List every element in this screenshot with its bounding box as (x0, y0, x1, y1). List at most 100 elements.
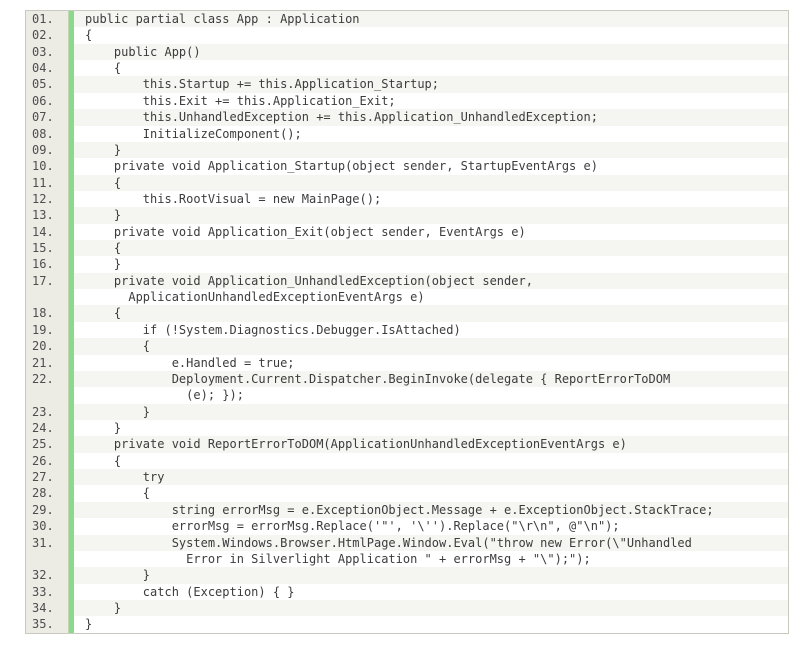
code-line-row: 30. errorMsg = errorMsg.Replace('"', '\'… (26, 518, 788, 535)
line-number: 09. (26, 141, 68, 159)
line-number: 03. (26, 43, 68, 61)
code-line-row: 32. } (26, 567, 788, 584)
code-line-row: 02. { (26, 27, 788, 44)
code-line-row: 21. e.Handled = true; (26, 354, 788, 371)
code-line-row: 22. Deployment.Current.Dispatcher.BeginI… (26, 370, 788, 388)
code-text: } (74, 141, 788, 159)
code-line-row: 27. try (26, 469, 788, 486)
line-number: 21. (26, 354, 68, 371)
code-line-row: 35. } (26, 616, 788, 633)
line-number: 17. (26, 272, 68, 290)
line-number: 01. (26, 11, 68, 28)
code-line-row: 28. { (26, 485, 788, 502)
code-text: this.UnhandledException += this.Applicat… (74, 109, 788, 126)
code-text: errorMsg = errorMsg.Replace('"', '\'').R… (74, 518, 788, 535)
gutter-accent-bar (68, 240, 74, 257)
code-text: } (74, 256, 788, 273)
code-line-row: 34. } (26, 599, 788, 617)
code-line-row: Error in Silverlight Application " + err… (26, 550, 788, 568)
code-text: try (74, 469, 788, 486)
code-text: } (74, 599, 788, 617)
gutter-accent-bar (68, 354, 74, 371)
line-number: 25. (26, 436, 68, 453)
code-line-row: 07. this.UnhandledException += this.Appl… (26, 109, 788, 126)
code-text: { (74, 174, 788, 191)
code-text: this.Startup += this.Application_Startup… (74, 76, 788, 93)
gutter-accent-bar (68, 190, 74, 208)
line-number: 22. (26, 370, 68, 388)
code-line-row: ApplicationUnhandledExceptionEventArgs e… (26, 289, 788, 306)
gutter-accent-bar (68, 174, 74, 191)
line-number (26, 387, 68, 404)
gutter-accent-bar (68, 583, 74, 600)
gutter-accent-bar (68, 76, 74, 93)
code-text: public partial class App : Application (74, 11, 788, 28)
line-number: 14. (26, 223, 68, 241)
line-number: 10. (26, 158, 68, 175)
code-line-row: 01. public partial class App : Applicati… (26, 11, 788, 28)
code-text: { (74, 60, 788, 77)
code-line-row: 08. InitializeComponent(); (26, 125, 788, 142)
line-number: 31. (26, 534, 68, 551)
gutter-accent-bar (68, 387, 74, 404)
line-number: 30. (26, 518, 68, 535)
code-text: { (74, 485, 788, 502)
gutter-accent-bar (68, 60, 74, 77)
line-number: 12. (26, 190, 68, 208)
gutter-accent-bar (68, 501, 74, 519)
gutter-accent-bar (68, 403, 74, 420)
code-line-row: 33. catch (Exception) { } (26, 583, 788, 600)
line-number: 05. (26, 76, 68, 93)
line-number: 08. (26, 125, 68, 142)
line-number: 02. (26, 27, 68, 44)
gutter-accent-bar (68, 109, 74, 126)
gutter-accent-bar (68, 289, 74, 306)
line-number: 11. (26, 174, 68, 191)
code-line-row: 19. if (!System.Diagnostics.Debugger.IsA… (26, 321, 788, 339)
code-text: (e); }); (74, 387, 788, 404)
line-number: 16. (26, 256, 68, 273)
gutter-accent-bar (68, 419, 74, 437)
gutter-accent-bar (68, 550, 74, 568)
gutter-accent-bar (68, 321, 74, 339)
line-number: 20. (26, 338, 68, 355)
line-number: 06. (26, 92, 68, 110)
code-snippet-block: 01. public partial class App : Applicati… (25, 10, 789, 634)
gutter-accent-bar (68, 452, 74, 470)
gutter-accent-bar (68, 534, 74, 551)
gutter-accent-bar (68, 92, 74, 110)
gutter-accent-bar (68, 599, 74, 617)
code-text: this.RootVisual = new MainPage(); (74, 190, 788, 208)
code-text: { (74, 240, 788, 257)
code-text: { (74, 452, 788, 470)
code-line-row: 24. } (26, 419, 788, 437)
line-number: 15. (26, 240, 68, 257)
gutter-accent-bar (68, 338, 74, 355)
code-text: Error in Silverlight Application " + err… (74, 550, 788, 568)
code-line-row: 20. { (26, 338, 788, 355)
code-text: { (74, 27, 788, 44)
code-line-row: (e); }); (26, 387, 788, 404)
code-text: private void Application_Startup(object … (74, 158, 788, 175)
gutter-accent-bar (68, 485, 74, 502)
code-text: { (74, 305, 788, 322)
code-text: Deployment.Current.Dispatcher.BeginInvok… (74, 370, 788, 388)
line-number: 34. (26, 599, 68, 617)
line-number: 04. (26, 60, 68, 77)
line-number: 29. (26, 501, 68, 519)
line-number: 19. (26, 321, 68, 339)
code-text: } (74, 403, 788, 420)
code-text: public App() (74, 43, 788, 61)
code-line-row: 06. this.Exit += this.Application_Exit; (26, 92, 788, 110)
code-text: private void ReportErrorToDOM(Applicatio… (74, 436, 788, 453)
code-text: } (74, 207, 788, 224)
gutter-accent-bar (68, 469, 74, 486)
gutter-accent-bar (68, 518, 74, 535)
gutter-accent-bar (68, 141, 74, 159)
code-line-row: 25. private void ReportErrorToDOM(Applic… (26, 436, 788, 453)
code-line-row: 23. } (26, 403, 788, 420)
code-text: catch (Exception) { } (74, 583, 788, 600)
code-line-row: 14. private void Application_Exit(object… (26, 223, 788, 241)
line-number: 32. (26, 567, 68, 584)
code-line-row: 10. private void Application_Startup(obj… (26, 158, 788, 175)
